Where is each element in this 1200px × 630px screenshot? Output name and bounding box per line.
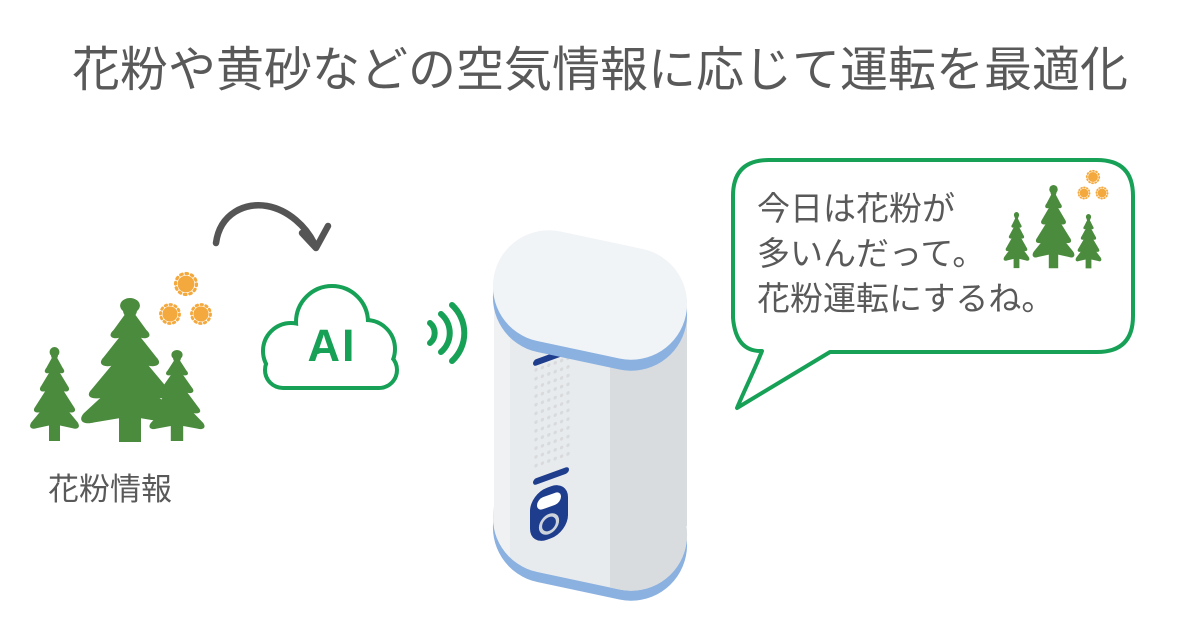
device-sensor-knob [530,485,568,541]
pollen-info-label: 花粉情報 [48,472,172,507]
data-flow-arrow-icon [212,201,332,252]
device-top-face [492,230,688,360]
bubble-text: 今日は花粉が 多いんだって。 花粉運転にするね。 [757,186,1054,321]
speech-bubble-outline [731,158,1135,410]
device-bottom-bar [533,467,569,485]
bubble-text-line: 今日は花粉が [757,190,955,227]
page-title: 花粉や黄砂などの空気情報に応じて運転を最適化 [71,44,1128,97]
ai-label: AI [308,320,357,371]
air-purifier-illustration [492,230,698,602]
pollen-particles-icon [159,271,212,325]
signal-waves-icon [427,302,468,364]
ai-cloud-icon: AI [261,284,399,390]
bubble-text-line: 花粉運転にするね。 [757,280,1055,317]
bubble-text-line: 多いんだって。 [757,235,986,272]
device-vent-grille [534,356,570,474]
speech-bubble [731,158,1135,410]
